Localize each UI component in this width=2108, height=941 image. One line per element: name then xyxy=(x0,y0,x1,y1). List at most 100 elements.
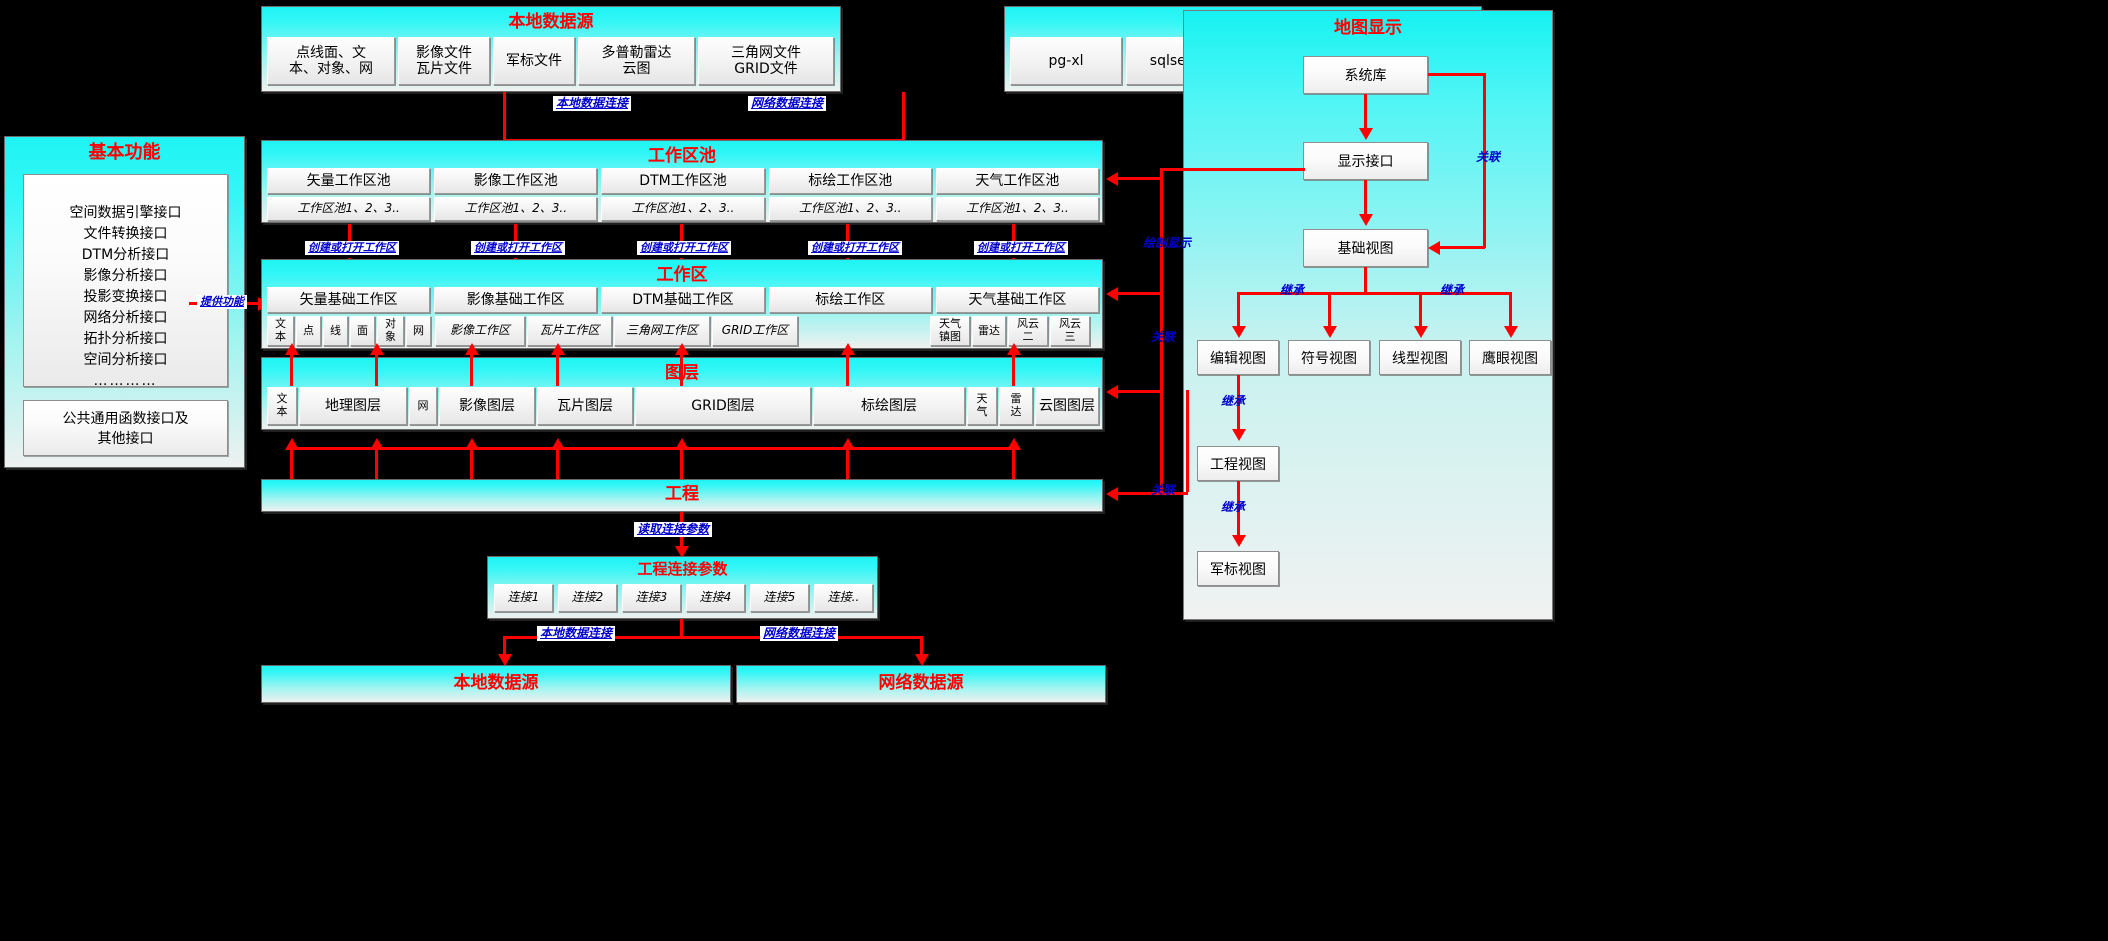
interface-item: 投影变换接口 xyxy=(83,289,168,305)
eagle-view-box[interactable]: 鹰眼视图 xyxy=(1469,340,1551,375)
arrow-down-view-1 xyxy=(1232,326,1246,338)
arrow-up-layer-2 xyxy=(370,343,384,355)
conn-item[interactable]: 连接.. xyxy=(814,584,873,612)
ws-image-item[interactable]: 影像工作区 xyxy=(435,316,525,346)
ws-dtm-item[interactable]: 三角网工作区 xyxy=(614,316,710,346)
connector-pool-ws-4 xyxy=(846,224,849,249)
label-local-data-conn-bottom: 本地数据连接 xyxy=(537,626,616,642)
ws-weather-item[interactable]: 风云二 xyxy=(1008,316,1048,346)
layer-item-cloud[interactable]: 云图图层 xyxy=(1035,387,1099,425)
local-source-item[interactable]: 多普勒雷达云图 xyxy=(578,37,695,85)
arrow-left-ws xyxy=(1106,287,1118,301)
ws-vector-item[interactable]: 面 xyxy=(350,316,375,346)
layer-item-net[interactable]: 网 xyxy=(409,387,437,425)
local-source-item[interactable]: 影像文件瓦片文件 xyxy=(398,37,490,85)
conn-item[interactable]: 连接5 xyxy=(750,584,809,612)
cell-line: 军标文件 xyxy=(506,52,562,69)
interface-item: 网络分析接口 xyxy=(83,310,168,326)
base-view-box[interactable]: 基础视图 xyxy=(1303,229,1428,267)
ws-image-item[interactable]: 瓦片工作区 xyxy=(527,316,612,346)
ws-dtm-item[interactable]: GRID工作区 xyxy=(712,316,798,346)
project-conn-panel: 工程连接参数 连接1 连接2 连接3 连接4 连接5 连接.. xyxy=(487,556,878,619)
connector-layer-proj-3 xyxy=(470,447,473,479)
layer-item-weather[interactable]: 天气 xyxy=(967,387,997,425)
connector-layer-proj-6 xyxy=(846,447,849,479)
workspace-title: 工作区 xyxy=(656,265,708,285)
ws-weather-item[interactable]: 天气镇图 xyxy=(930,316,970,346)
pool-sub[interactable]: 工作区池1、2、3.. xyxy=(768,197,932,221)
line-view-box[interactable]: 线型视图 xyxy=(1379,340,1461,375)
map-display-panel: 地图显示 xyxy=(1183,10,1553,620)
cell-line: 云图 xyxy=(622,61,651,77)
display-interface-box[interactable]: 显示接口 xyxy=(1303,142,1428,180)
connector-conn-bottom-v xyxy=(680,619,683,638)
layer-item-image[interactable]: 影像图层 xyxy=(439,387,535,425)
workspace-column[interactable]: 影像基础工作区 xyxy=(434,287,598,313)
layer-item-geo[interactable]: 地理图层 xyxy=(299,387,407,425)
conn-item[interactable]: 连接1 xyxy=(494,584,553,612)
ws-weather-item[interactable]: 雷达 xyxy=(972,316,1006,346)
edit-view-box[interactable]: 编辑视图 xyxy=(1197,340,1279,375)
layer-item-plot[interactable]: 标绘图层 xyxy=(813,387,965,425)
common-functions-box[interactable]: 公共通用函数接口及其他接口 xyxy=(23,400,228,456)
ws-vector-item[interactable]: 对象 xyxy=(377,316,404,346)
symbol-view-box[interactable]: 符号视图 xyxy=(1288,340,1370,375)
label-create-open-ws: 创建或打开工作区 xyxy=(808,241,902,256)
workspace-column[interactable]: 天气基础工作区 xyxy=(935,287,1100,313)
label-create-open-ws: 创建或打开工作区 xyxy=(471,241,565,256)
connector-ws-layer-4 xyxy=(556,352,559,386)
cell-line: 瓦片文件 xyxy=(416,61,472,77)
arrow-left-pool xyxy=(1106,172,1118,186)
pool-sub[interactable]: 工作区池1、2、3.. xyxy=(434,197,598,221)
pool-column[interactable]: 天气工作区池 xyxy=(935,168,1100,194)
local-source-item[interactable]: 点线面、文本、对象、网 xyxy=(267,37,395,85)
arrow-down-baseview xyxy=(1359,214,1373,226)
connector-eng-mil xyxy=(1237,481,1240,537)
pool-sub[interactable]: 工作区池1、2、3.. xyxy=(267,197,431,221)
connector-relate-bottom xyxy=(1440,246,1485,249)
connector-view-4 xyxy=(1509,292,1512,328)
ws-vector-item[interactable]: 网 xyxy=(406,316,431,346)
engineering-view-box[interactable]: 工程视图 xyxy=(1197,446,1279,481)
connector-ws-layer-7 xyxy=(1012,352,1015,386)
local-source-item[interactable]: 军标文件 xyxy=(493,37,575,85)
ws-vector-item[interactable]: 线 xyxy=(323,316,348,346)
system-lib-box[interactable]: 系统库 xyxy=(1303,56,1428,94)
pool-column[interactable]: 影像工作区池 xyxy=(434,168,598,194)
arrow-up-layer-7 xyxy=(1007,343,1021,355)
layer-item-grid[interactable]: GRID图层 xyxy=(635,387,811,425)
pool-sub[interactable]: 工作区池1、2、3.. xyxy=(601,197,765,221)
layer-item-text[interactable]: 文本 xyxy=(267,387,297,425)
arrow-down-view-3 xyxy=(1414,326,1428,338)
conn-item[interactable]: 连接2 xyxy=(558,584,617,612)
military-view-box[interactable]: 军标视图 xyxy=(1197,551,1279,586)
ws-weather-item[interactable]: 风云三 xyxy=(1050,316,1090,346)
network-source-item[interactable]: pg-xl xyxy=(1010,37,1122,85)
workspace-column[interactable]: 标绘工作区 xyxy=(768,287,932,313)
cell-line: 风云 xyxy=(1059,317,1081,331)
connector-view-1 xyxy=(1237,292,1240,328)
interface-item: 影像分析接口 xyxy=(83,268,168,284)
connector-dispif-baseview xyxy=(1364,180,1367,216)
project-panel: 工程 xyxy=(261,479,1103,512)
workspace-column[interactable]: DTM基础工作区 xyxy=(601,287,765,313)
connector-layer-proj-7 xyxy=(1012,447,1015,479)
arrow-up-layer-1 xyxy=(285,343,299,355)
connector-ws-layer-2 xyxy=(375,352,378,386)
cell-line: 本 xyxy=(276,405,288,418)
pool-column[interactable]: 标绘工作区池 xyxy=(768,168,932,194)
workspace-column[interactable]: 矢量基础工作区 xyxy=(267,287,431,313)
conn-item[interactable]: 连接4 xyxy=(686,584,745,612)
ws-vector-item[interactable]: 文本 xyxy=(267,316,294,346)
layers-panel: 图层 文本 地理图层 网 影像图层 瓦片图层 GRID图层 标绘图层 天气 雷达… xyxy=(261,357,1103,430)
connector-pool-ws-1 xyxy=(348,224,351,249)
pool-sub[interactable]: 工作区池1、2、3.. xyxy=(935,197,1100,221)
conn-item[interactable]: 连接3 xyxy=(622,584,681,612)
layer-item-tile[interactable]: 瓦片图层 xyxy=(537,387,633,425)
pool-column[interactable]: 矢量工作区池 xyxy=(267,168,431,194)
arrow-up-layer-5 xyxy=(675,343,689,355)
ws-vector-item[interactable]: 点 xyxy=(296,316,321,346)
layer-item-radar[interactable]: 雷达 xyxy=(999,387,1033,425)
pool-column[interactable]: DTM工作区池 xyxy=(601,168,765,194)
